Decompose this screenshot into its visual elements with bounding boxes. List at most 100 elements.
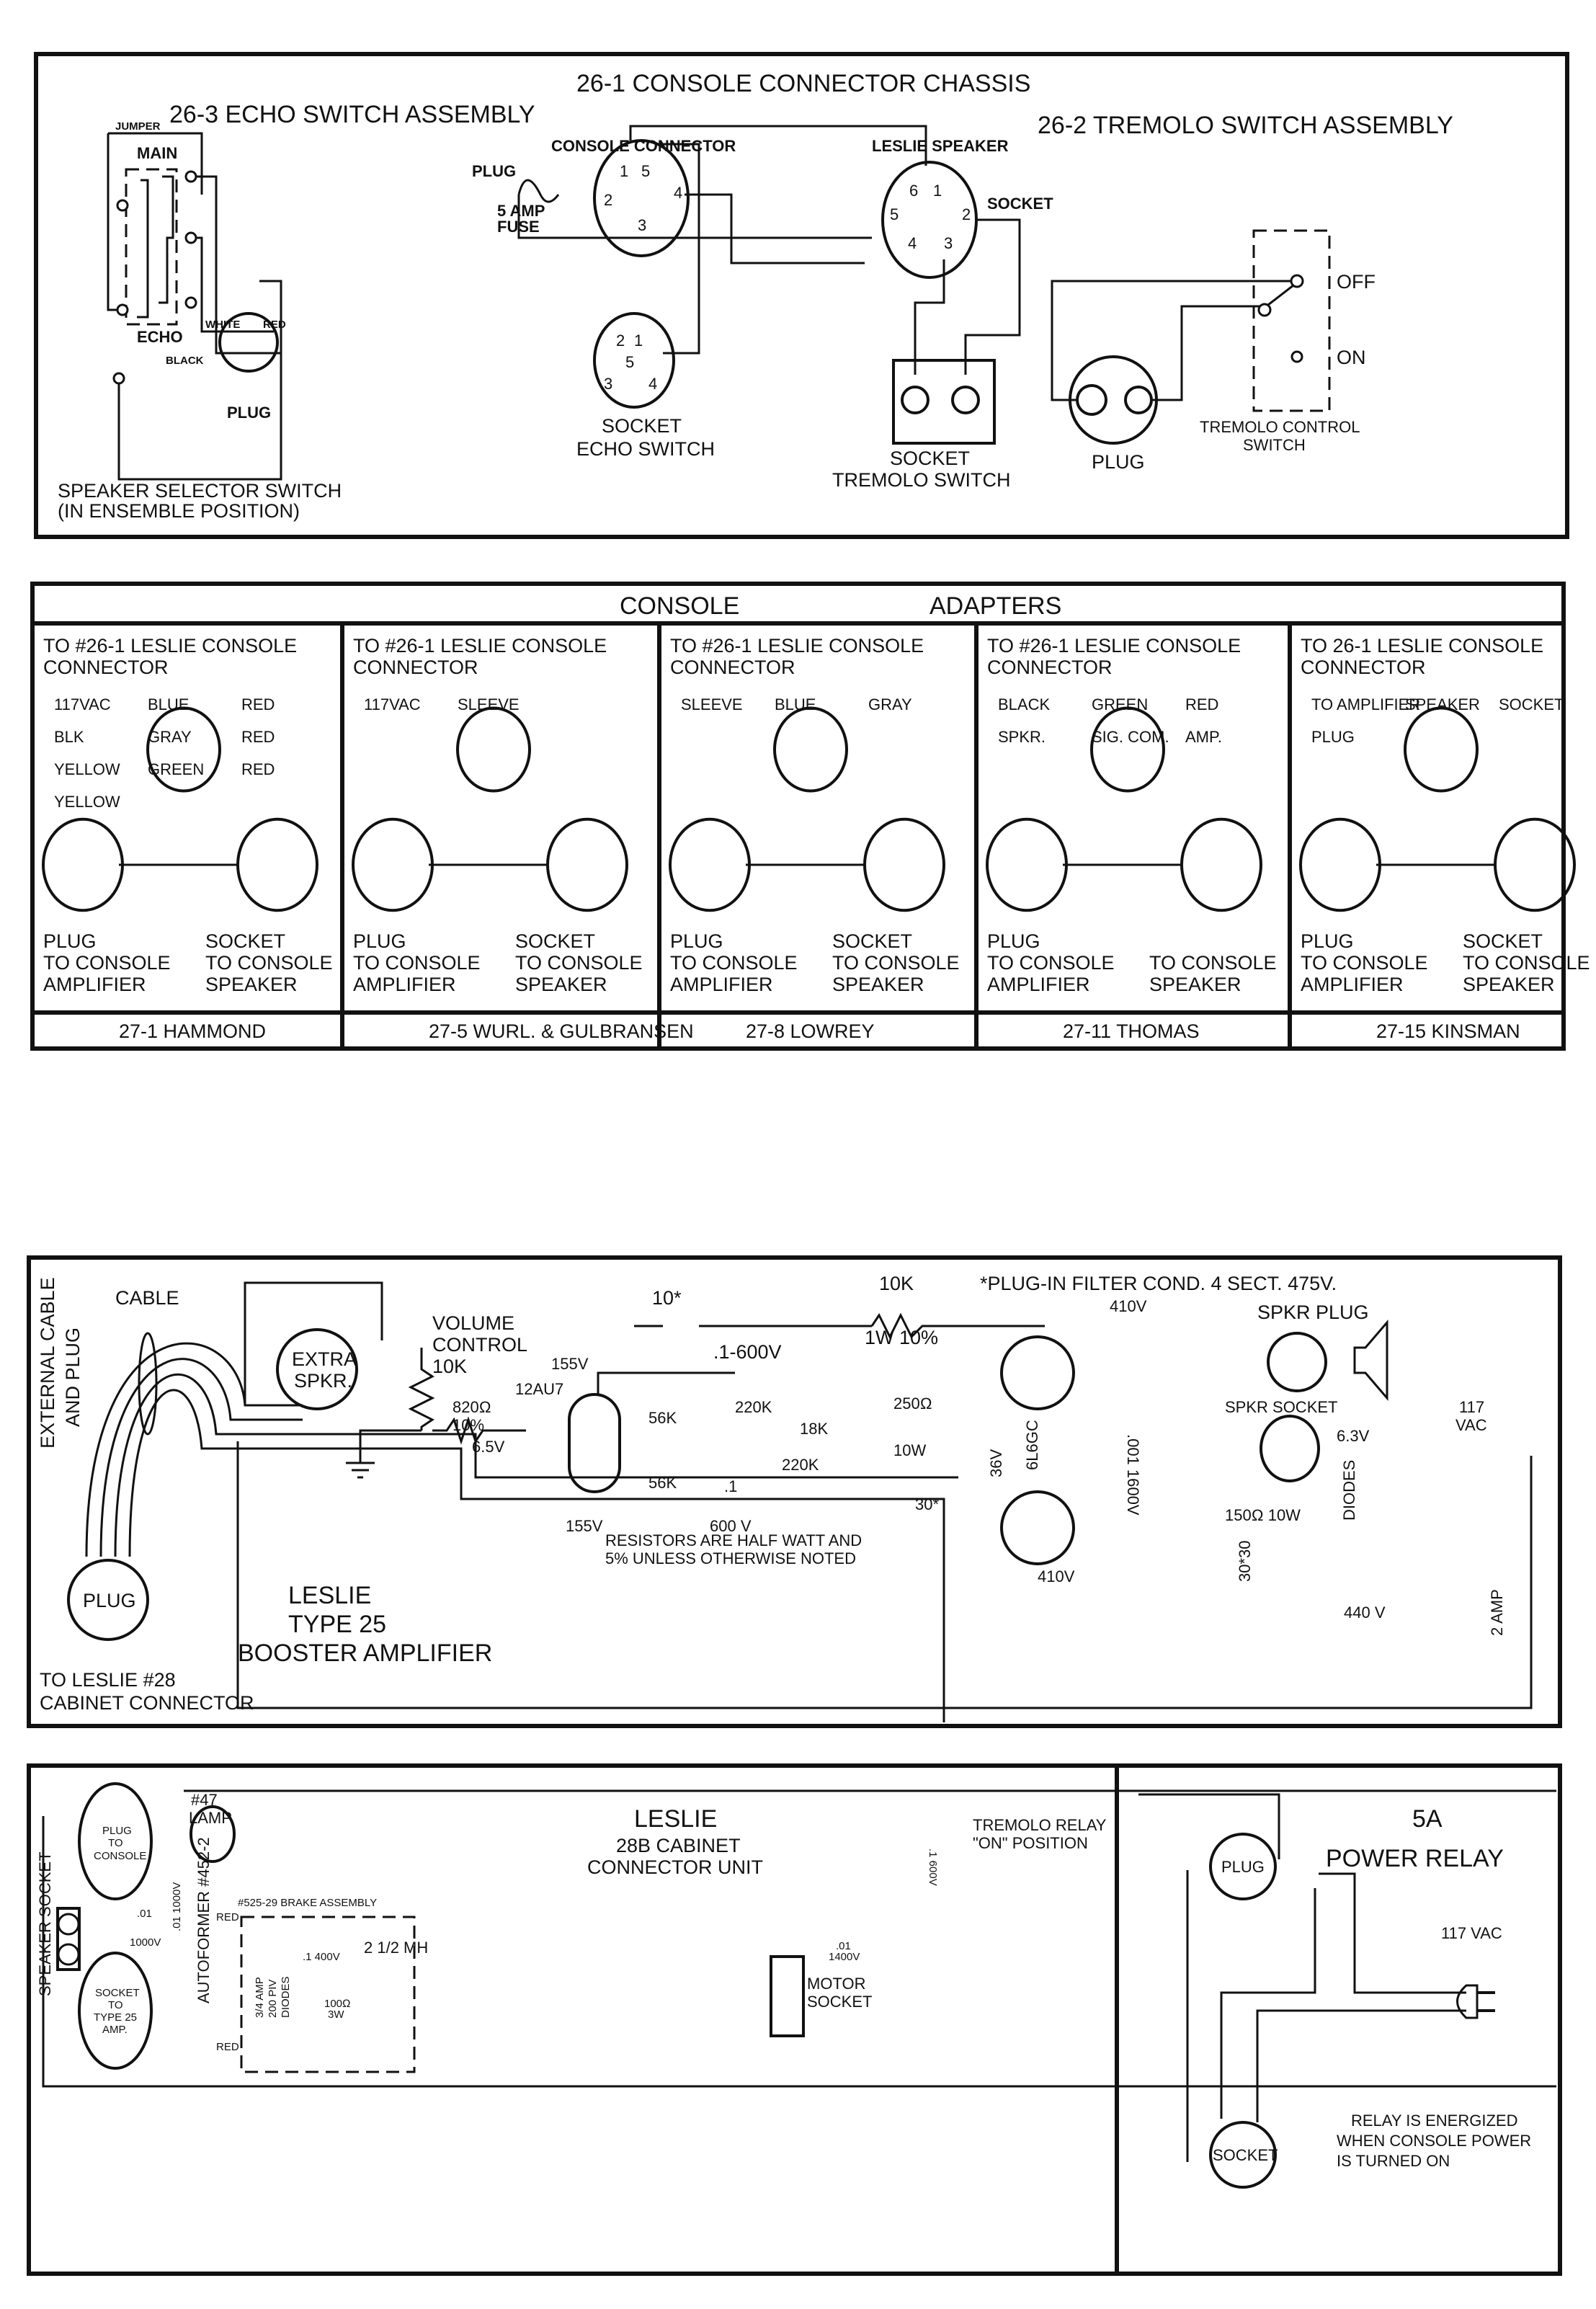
- adapter-header-1: TO #26-1 LESLIE CONSOLE: [353, 635, 607, 657]
- cabinet-title-2: 28B CABINET: [616, 1835, 741, 1856]
- r10k-label-1: 10K: [879, 1273, 914, 1294]
- brake-assembly-label: #525-29 BRAKE ASSEMBLY: [238, 1897, 377, 1909]
- off-label: OFF: [1337, 271, 1376, 293]
- pin-label: 6: [909, 182, 918, 200]
- echo-label: ECHO: [137, 328, 183, 346]
- tube-6l6gc-upper: [1000, 1335, 1075, 1410]
- r56k-b-label: 56K: [648, 1474, 677, 1492]
- panel-4-frame: [27, 1763, 1562, 2276]
- plug-console-label-1: PLUG: [102, 1825, 132, 1837]
- cable-bundle: [85, 1332, 303, 1557]
- wire-label: 117VAC: [54, 695, 111, 713]
- red-wire-a-label: RED: [216, 1911, 239, 1923]
- plug-console-label-3: CONSOLE: [94, 1850, 146, 1862]
- console-connector-circle: [1404, 706, 1479, 793]
- adapter-plug-label-3: AMPLIFIER: [43, 974, 146, 995]
- selector-switch-outline: [125, 168, 178, 326]
- panel-console-connector-chassis: 26-1 CONSOLE CONNECTOR CHASSIS 26-3 ECHO…: [34, 52, 1569, 539]
- wire-label: YELLOW: [54, 760, 120, 778]
- panel-3-frame: [27, 1255, 1562, 1728]
- cabinet-title-3: CONNECTOR UNIT: [587, 1856, 763, 1878]
- cap-30-30-label: 30*30: [1236, 1540, 1254, 1582]
- wire-label: BLUE: [148, 695, 189, 713]
- adapter-socket-label-3: SPEAKER: [1149, 974, 1241, 995]
- relay-note-2: WHEN CONSOLE POWER: [1337, 2132, 1531, 2150]
- r820-label-1: 820Ω: [453, 1398, 491, 1416]
- tube-6l6gc-lower: [1000, 1490, 1075, 1565]
- adapter-socket-label-3: SPEAKER: [832, 974, 924, 995]
- resistor-note-1: RESISTORS ARE HALF WATT AND: [605, 1531, 862, 1549]
- jumper-label: JUMPER: [115, 120, 161, 133]
- tremolo-socket-label-2: TREMOLO SWITCH: [832, 469, 1011, 491]
- tremolo-relay-label-1: TREMOLO RELAY: [973, 1816, 1107, 1834]
- plug-console-label-2: TO: [108, 1837, 123, 1849]
- r220k-b-label: 220K: [782, 1456, 819, 1474]
- white-wire-label: WHITE: [205, 319, 240, 331]
- relay-note-3: IS TURNED ON: [1337, 2152, 1450, 2170]
- diodes-label: DIODES: [1340, 1460, 1358, 1521]
- brake-diodes-label-1: 3/4 AMP: [254, 1977, 266, 2018]
- motor-socket-label-1: MOTOR: [807, 1975, 865, 1993]
- r250-label-2: 10W: [893, 1441, 926, 1459]
- socket-circle: [236, 817, 318, 912]
- booster-title-3: BOOSTER AMPLIFIER: [238, 1640, 492, 1667]
- adapter-socket-label-3: SPEAKER: [1463, 974, 1555, 995]
- pin-label: 2: [962, 205, 971, 223]
- cable-label: CABLE: [115, 1287, 179, 1309]
- pin-label: 3: [638, 216, 646, 234]
- speaker-socket: [56, 1907, 81, 1971]
- relay-plug-label: PLUG: [1221, 1858, 1265, 1876]
- resistor-10k: [870, 1312, 1045, 1340]
- fuse-2amp-label: 2 AMP: [1488, 1589, 1506, 1636]
- v410-bottom-label: 410V: [1038, 1567, 1075, 1585]
- wire-label: RED: [241, 760, 275, 778]
- wire-label: BLACK: [998, 695, 1050, 713]
- motor-socket-label-2: SOCKET: [807, 1993, 872, 2011]
- wire-label: GRAY: [868, 695, 912, 713]
- wire-label: YELLOW: [54, 793, 120, 811]
- fuse-label-1: 5 AMP: [497, 202, 545, 220]
- wire-label: BLK: [54, 728, 84, 746]
- wire-label: PLUG: [1311, 728, 1355, 746]
- v440-label: 440 V: [1344, 1603, 1386, 1621]
- cap-30-label: 30*: [915, 1495, 939, 1513]
- tremolo-socket-label-1: SOCKET: [890, 448, 970, 469]
- pin-label: 5: [641, 162, 650, 180]
- tremolo-plug: [1069, 355, 1158, 445]
- adapter-plug-label-3: AMPLIFIER: [353, 974, 456, 995]
- adapter-plug-label-2: TO CONSOLE: [353, 952, 481, 974]
- relay-socket-label: SOCKET: [1213, 2146, 1278, 2164]
- speaker-icon: [1353, 1319, 1388, 1402]
- r150-label: 150Ω 10W: [1225, 1506, 1301, 1524]
- v155-top-label: 155V: [551, 1355, 589, 1373]
- adapter-socket-label-2: TO CONSOLE: [515, 952, 643, 974]
- adapter-socket-label-1: SOCKET: [515, 930, 595, 952]
- cap01-1400-label-1: .01: [836, 1940, 851, 1952]
- extra-speaker-label-1: EXTRA: [292, 1348, 357, 1370]
- r10k-label-2: 1W 10%: [865, 1327, 938, 1348]
- wire-label: GREEN: [1092, 695, 1148, 713]
- cap01-1400-label-2: 1400V: [829, 1951, 860, 1963]
- pin-label: 1: [620, 162, 628, 180]
- socket-circle: [1180, 817, 1262, 912]
- adapter-footer: 27-5 WURL. & GULBRANSEN: [429, 1020, 694, 1042]
- adapter-plug-label-3: AMPLIFIER: [987, 974, 1090, 995]
- volume-control-pot: [408, 1348, 435, 1431]
- to-leslie-label-1: TO LESLIE #28: [40, 1669, 176, 1691]
- plug-to-console: [78, 1782, 153, 1900]
- relay-title-1: 5A: [1412, 1805, 1443, 1833]
- console-connector-circle: [146, 706, 221, 793]
- wire-label: SOCKET: [1499, 695, 1564, 713]
- plug-circle: [1299, 817, 1381, 912]
- adapter-socket-label-2: TO CONSOLE: [832, 952, 960, 974]
- adapter-header-2: CONNECTOR: [987, 657, 1113, 678]
- cap01-label-1: .01: [137, 1908, 152, 1920]
- panel-2-title-right: ADAPTERS: [929, 592, 1061, 620]
- extra-speaker-socket: [276, 1328, 358, 1410]
- autoformer-label: AUTOFORMER #452-2: [195, 1837, 213, 2003]
- adapter-header-2: CONNECTOR: [43, 657, 169, 678]
- panel-console-adapters: CONSOLE ADAPTERS: [30, 582, 1566, 1051]
- adapter-socket-label-2: TO CONSOLE: [1149, 952, 1277, 974]
